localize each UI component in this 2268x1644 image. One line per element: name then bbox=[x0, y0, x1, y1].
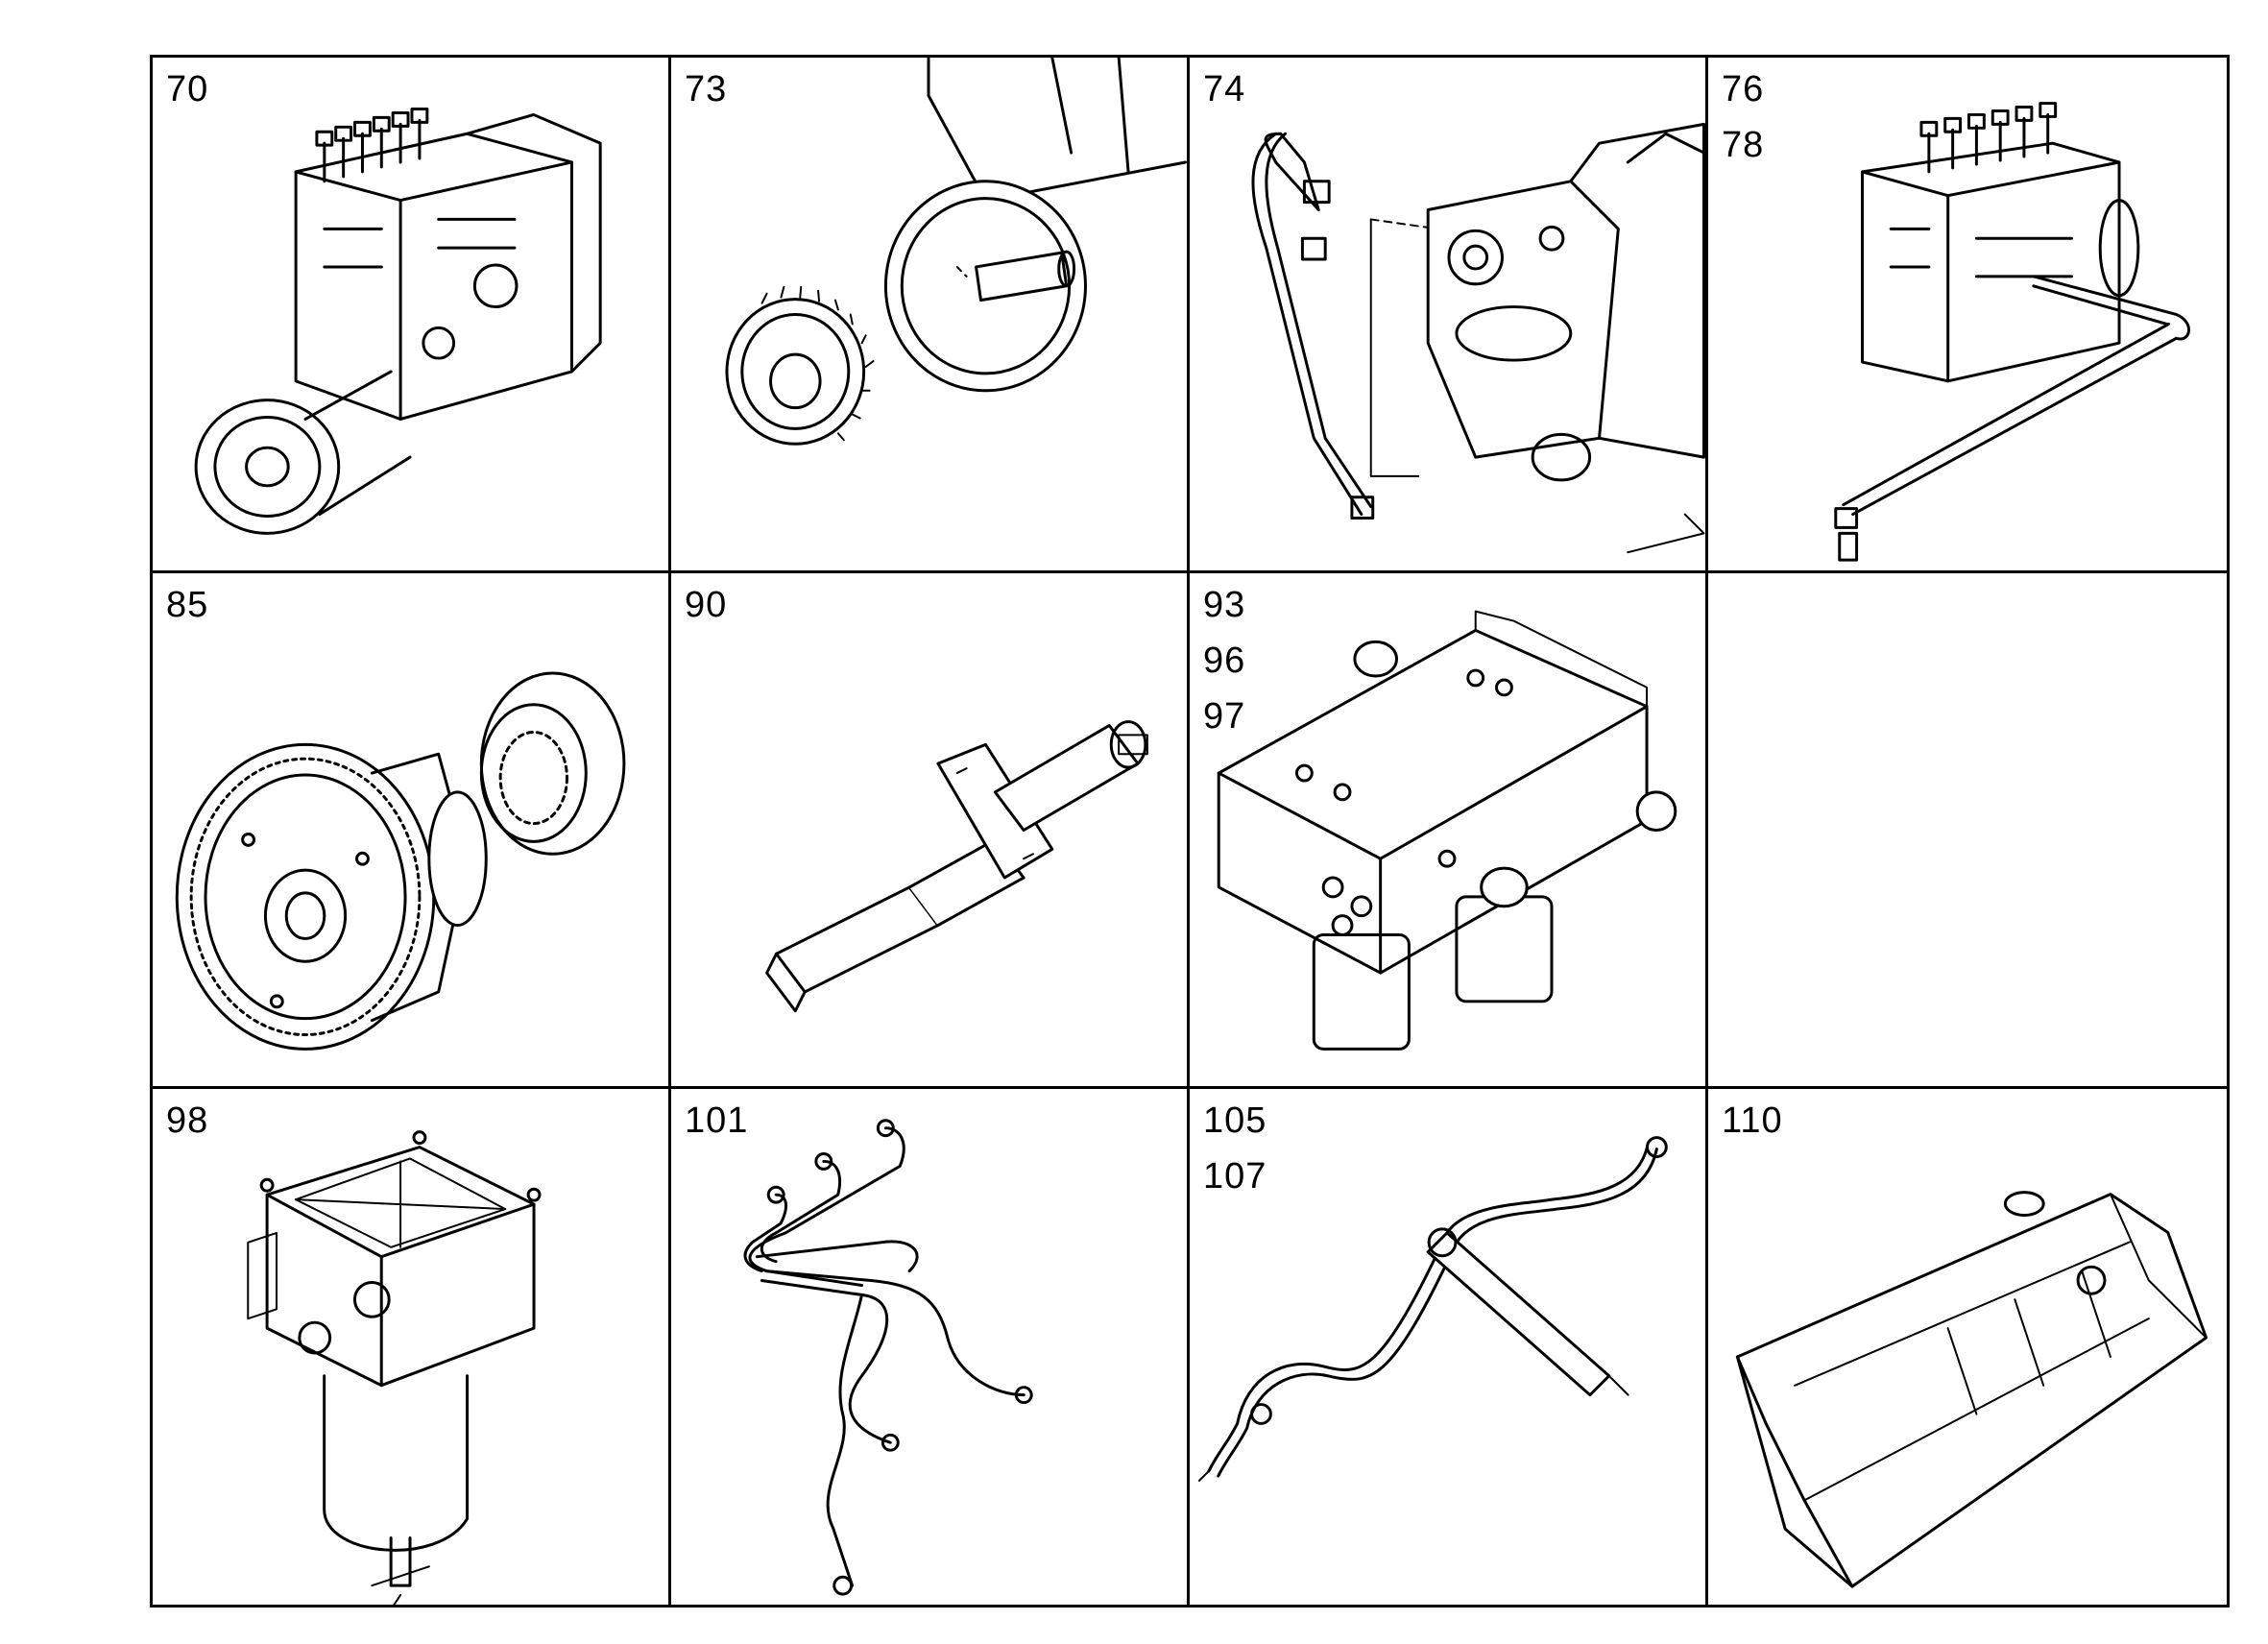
injection-pump-illustration bbox=[194, 108, 602, 535]
part-cell-73[interactable]: 73 bbox=[671, 58, 1190, 573]
part-cell-85[interactable]: 85 bbox=[153, 573, 671, 1089]
injection-pipes-illustration bbox=[743, 1119, 1033, 1596]
injector-pipe-illustration bbox=[1197, 1136, 1668, 1482]
ref-labels: 93 96 97 bbox=[1203, 581, 1245, 740]
ref-labels: 85 bbox=[166, 581, 208, 629]
part-cell-110[interactable]: 110 bbox=[1708, 1089, 2227, 1605]
empty-cell bbox=[1708, 573, 2227, 1089]
pump-with-pipe-illustration bbox=[1251, 122, 1705, 554]
parts-grid: 70 73 bbox=[150, 55, 2230, 1608]
part-cell-70[interactable]: 70 bbox=[153, 58, 671, 573]
pump-drive-gear-illustration bbox=[725, 58, 1187, 446]
ref-number: 76 bbox=[1722, 69, 1765, 109]
ref-number: 97 bbox=[1203, 696, 1246, 737]
ref-labels: 110 bbox=[1722, 1097, 1783, 1145]
ref-labels: 70 bbox=[166, 65, 208, 113]
fuel-filter-illustration bbox=[247, 1130, 542, 1605]
ref-number: 101 bbox=[685, 1100, 749, 1141]
ref-labels: 101 bbox=[685, 1097, 748, 1145]
part-cell-76-78[interactable]: 76 78 bbox=[1708, 58, 2227, 573]
ref-number: 90 bbox=[685, 585, 728, 625]
ref-number: 93 bbox=[1203, 585, 1246, 625]
pump-with-return-pipe-illustration bbox=[1834, 102, 2190, 562]
ref-labels: 98 bbox=[166, 1097, 208, 1145]
part-cell-101[interactable]: 101 bbox=[671, 1089, 1190, 1605]
ref-number: 70 bbox=[166, 69, 209, 109]
part-cell-74[interactable]: 74 bbox=[1190, 58, 1708, 573]
ref-number: 110 bbox=[1722, 1100, 1783, 1141]
ref-number: 78 bbox=[1722, 125, 1765, 165]
ref-labels: 76 78 bbox=[1722, 65, 1764, 169]
ref-number: 96 bbox=[1203, 641, 1246, 681]
ref-number: 73 bbox=[685, 69, 728, 109]
ref-labels: 90 bbox=[685, 581, 727, 629]
injector-nozzle-illustration bbox=[765, 720, 1148, 1013]
ref-number: 85 bbox=[166, 585, 209, 625]
cover-illustration bbox=[1735, 1191, 2208, 1588]
part-cell-105-107[interactable]: 105 107 bbox=[1190, 1089, 1708, 1605]
part-cell-93-96-97[interactable]: 93 96 97 bbox=[1190, 573, 1708, 1089]
part-cell-98[interactable]: 98 bbox=[153, 1089, 671, 1605]
ref-number: 107 bbox=[1203, 1156, 1267, 1197]
part-cell-90[interactable]: 90 bbox=[671, 573, 1190, 1089]
filter-head-block-illustration bbox=[1217, 610, 1677, 1051]
ref-labels: 73 bbox=[685, 65, 727, 113]
ref-number: 74 bbox=[1203, 69, 1246, 109]
ref-number: 105 bbox=[1203, 1100, 1267, 1141]
ref-labels: 105 107 bbox=[1203, 1097, 1267, 1200]
timing-gear-coupling-illustration bbox=[175, 671, 626, 1051]
ref-number: 98 bbox=[166, 1100, 209, 1141]
ref-labels: 74 bbox=[1203, 65, 1245, 113]
